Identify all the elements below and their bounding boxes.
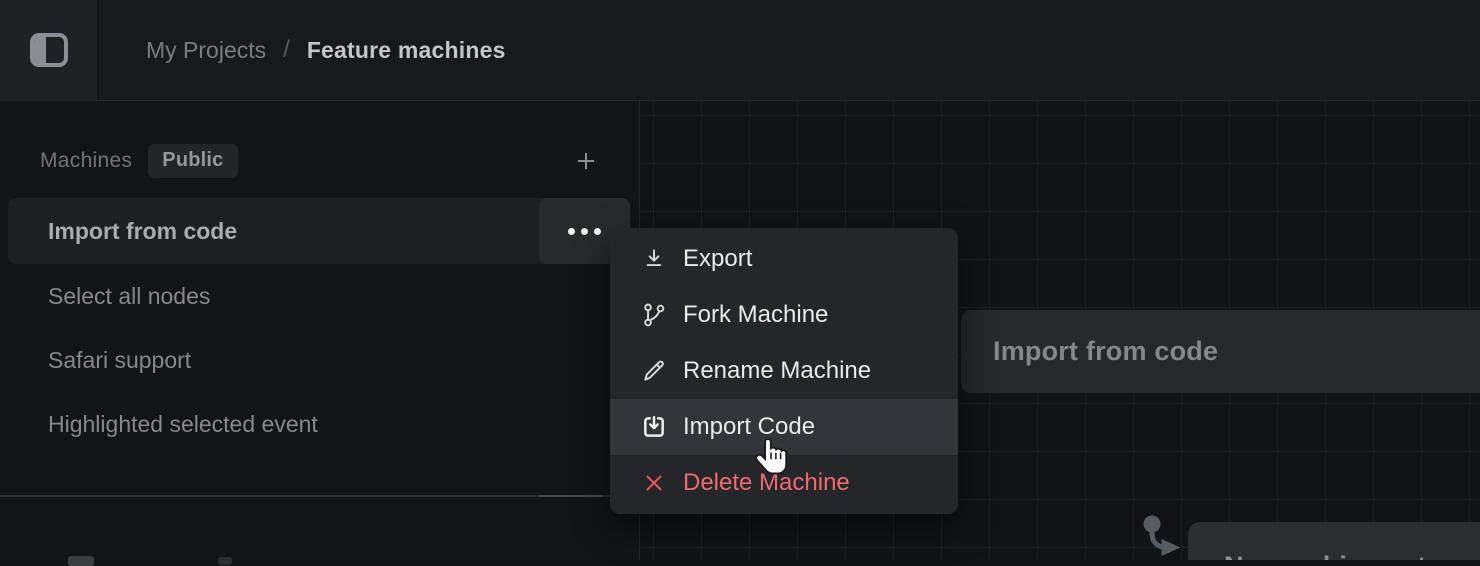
clipped-sidebar-element bbox=[218, 557, 232, 565]
fork-icon bbox=[641, 302, 667, 328]
add-machine-button[interactable] bbox=[571, 146, 601, 176]
plus-icon bbox=[577, 152, 595, 170]
clipped-sidebar-element bbox=[68, 556, 94, 566]
pencil-icon bbox=[641, 358, 667, 384]
machine-title: Import from code bbox=[993, 336, 1219, 366]
sidebar-divider bbox=[0, 495, 640, 497]
empty-state-text: No machine yet bbox=[1224, 551, 1426, 560]
download-icon bbox=[641, 246, 667, 272]
menu-item-label: Delete Machine bbox=[683, 469, 850, 496]
machine-item-label: Select all nodes bbox=[48, 282, 211, 309]
machine-item-highlighted-selected-event[interactable]: Highlighted selected event bbox=[0, 392, 639, 456]
menu-item-fork-machine[interactable]: Fork Machine bbox=[610, 287, 958, 343]
sidebar-divider-handle bbox=[539, 495, 603, 497]
menu-item-label: Fork Machine bbox=[683, 301, 829, 328]
top-bar: My Projects / Feature machines bbox=[0, 0, 1480, 101]
breadcrumb-separator: / bbox=[283, 36, 290, 63]
menu-item-export[interactable]: Export bbox=[610, 231, 958, 287]
menu-item-import-code[interactable]: Import Code bbox=[610, 399, 958, 455]
machines-sidebar: Machines Public Import from code Select … bbox=[0, 101, 640, 566]
machine-item-label: Import from code bbox=[48, 217, 238, 244]
machine-title-panel[interactable]: Import from code bbox=[961, 310, 1480, 393]
machine-context-menu: Export Fork Machine Rename Machine Impor… bbox=[610, 228, 958, 514]
breadcrumb-parent[interactable]: My Projects bbox=[146, 36, 267, 63]
ellipsis-icon bbox=[568, 227, 575, 235]
machine-item-import-from-code[interactable]: Import from code bbox=[8, 198, 630, 264]
breadcrumb: My Projects / Feature machines bbox=[98, 0, 506, 100]
machine-item-select-all-nodes[interactable]: Select all nodes bbox=[0, 264, 639, 328]
machine-item-label: Highlighted selected event bbox=[48, 410, 318, 437]
x-icon bbox=[641, 470, 667, 496]
breadcrumb-current: Feature machines bbox=[306, 36, 506, 63]
machine-list: Import from code Select all nodes Safari… bbox=[0, 198, 639, 456]
machine-item-safari-support[interactable]: Safari support bbox=[0, 328, 639, 392]
sidebar-toggle-cell bbox=[0, 0, 98, 100]
sidebar-toggle-icon[interactable] bbox=[29, 33, 68, 67]
sidebar-header: Machines Public bbox=[40, 142, 601, 180]
public-badge: Public bbox=[148, 144, 238, 178]
menu-item-delete-machine[interactable]: Delete Machine bbox=[610, 455, 958, 511]
menu-item-label: Import Code bbox=[683, 413, 816, 440]
machine-item-label: Safari support bbox=[48, 346, 192, 373]
menu-item-rename-machine[interactable]: Rename Machine bbox=[610, 343, 958, 399]
sidebar-title: Machines bbox=[40, 149, 133, 172]
menu-item-label: Rename Machine bbox=[683, 357, 872, 384]
initial-state-arrow-icon bbox=[1143, 515, 1181, 556]
empty-state-box: No machine yet bbox=[1188, 522, 1480, 560]
import-icon bbox=[641, 414, 667, 440]
menu-item-label: Export bbox=[683, 245, 753, 272]
